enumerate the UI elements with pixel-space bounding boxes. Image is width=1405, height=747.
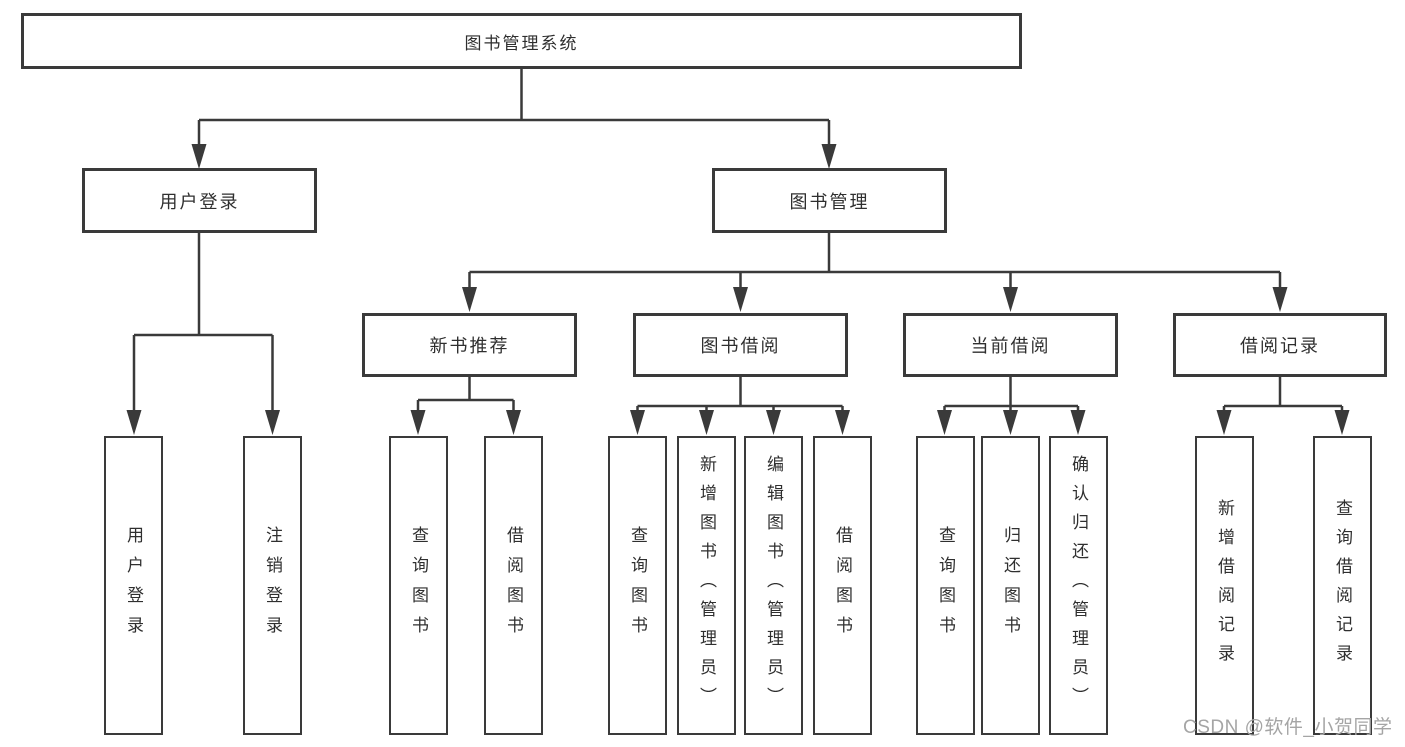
leaf-label: 查询图书 <box>409 525 428 646</box>
leaf-label: 新增借阅记录 <box>1215 498 1234 673</box>
leaf-label: 查询借阅记录 <box>1333 498 1352 673</box>
node-book-management: 图书管理 <box>712 168 947 233</box>
node-new-book-recommend-label: 新书推荐 <box>429 336 510 356</box>
leaf-login-user-login: 用户登录 <box>104 436 163 735</box>
arrowheads <box>126 144 1350 435</box>
leaf-label: 确认归还（管理员） <box>1069 455 1088 716</box>
node-root-library-system: 图书管理系统 <box>21 13 1022 69</box>
leaf-borrowing-borrow-books: 借阅图书 <box>813 436 872 735</box>
leaf-current-return-books: 归还图书 <box>981 436 1040 735</box>
leaf-label: 归还图书 <box>1001 525 1020 646</box>
leaf-label: 查询图书 <box>936 525 955 646</box>
leaf-borrowing-edit-books-admin: 编辑图书（管理员） <box>744 436 803 735</box>
leaf-records-query-borrow-record: 查询借阅记录 <box>1313 436 1372 735</box>
leaf-records-add-borrow-record: 新增借阅记录 <box>1195 436 1254 735</box>
node-new-book-recommend: 新书推荐 <box>362 313 577 377</box>
node-borrowing-records: 借阅记录 <box>1173 313 1387 377</box>
node-user-login: 用户登录 <box>82 168 317 233</box>
leaf-recommend-query-books: 查询图书 <box>389 436 448 735</box>
leaf-label: 注销登录 <box>263 525 282 646</box>
leaf-login-logout: 注销登录 <box>243 436 302 735</box>
leaf-borrowing-add-books-admin: 新增图书（管理员） <box>677 436 736 735</box>
leaf-current-confirm-return-admin: 确认归还（管理员） <box>1049 436 1108 735</box>
leaf-label: 查询图书 <box>628 525 647 646</box>
csdn-watermark: CSDN @软件_小贺同学 <box>1183 717 1393 738</box>
leaf-label: 新增图书（管理员） <box>697 455 716 716</box>
node-user-login-label: 用户登录 <box>159 191 240 212</box>
node-current-borrowing: 当前借阅 <box>903 313 1118 377</box>
leaf-label: 用户登录 <box>124 525 143 646</box>
node-root-label: 图书管理系统 <box>464 33 579 53</box>
node-current-borrowing-label: 当前借阅 <box>970 336 1051 356</box>
leaf-label: 借阅图书 <box>833 525 852 646</box>
leaf-recommend-borrow-books: 借阅图书 <box>484 436 543 735</box>
node-book-management-label: 图书管理 <box>789 191 870 212</box>
node-book-borrowing-label: 图书借阅 <box>700 336 781 356</box>
leaf-label: 借阅图书 <box>504 525 523 646</box>
node-borrowing-records-label: 借阅记录 <box>1240 336 1320 356</box>
leaf-current-query-books: 查询图书 <box>916 436 975 735</box>
leaf-label: 编辑图书（管理员） <box>764 455 783 716</box>
leaf-borrowing-query-books: 查询图书 <box>608 436 667 735</box>
node-book-borrowing: 图书借阅 <box>633 313 848 377</box>
